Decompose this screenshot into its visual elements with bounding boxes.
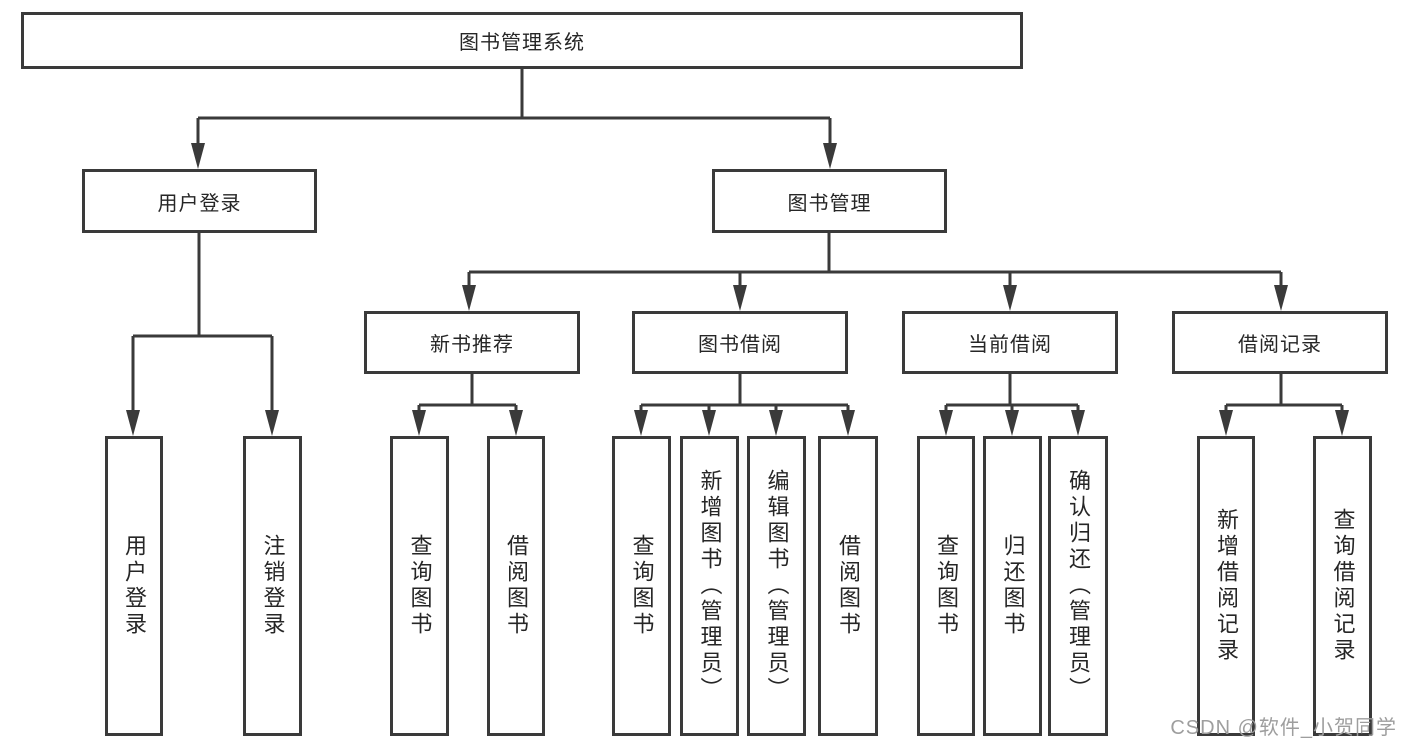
- node-label: 当前借阅: [968, 334, 1052, 356]
- node-user-login: 用户登录: [82, 169, 317, 233]
- node-label: 新增借阅记录: [1214, 508, 1239, 664]
- edge-book-management-to-level3: [462, 233, 1288, 311]
- edge-current-borrowing-to-leaves: [939, 374, 1085, 436]
- node-label: 新书推荐: [430, 334, 514, 356]
- node-label: 归还图书: [1000, 534, 1026, 638]
- node-label: 图书借阅: [698, 334, 782, 356]
- edge-book-borrowing-to-leaves: [634, 374, 855, 436]
- node-label: 用户登录: [122, 534, 147, 638]
- leaf-borrow-books-borrowing: 借阅图书: [818, 436, 878, 736]
- leaf-add-borrow-record: 新增借阅记录: [1197, 436, 1255, 736]
- node-label: 编辑图书（管理员）: [764, 469, 790, 703]
- leaf-add-books-admin: 新增图书（管理员）: [680, 436, 739, 736]
- node-label: 确认归还（管理员）: [1066, 469, 1091, 703]
- node-label: 新增图书（管理员）: [697, 469, 723, 703]
- csdn-watermark: CSDN @软件_小贺同学: [1170, 717, 1397, 739]
- leaf-query-borrow-record: 查询借阅记录: [1313, 436, 1372, 736]
- node-library-management-system: 图书管理系统: [21, 12, 1023, 69]
- leaf-confirm-return-admin: 确认归还（管理员）: [1048, 436, 1108, 736]
- leaf-edit-books-admin: 编辑图书（管理员）: [747, 436, 806, 736]
- node-label: 注销登录: [260, 534, 286, 638]
- edge-user-login-to-leaves: [126, 233, 279, 436]
- node-label: 图书管理: [787, 192, 872, 215]
- node-label: 借阅记录: [1238, 334, 1322, 356]
- node-label: 借阅图书: [504, 534, 529, 638]
- node-current-borrowing: 当前借阅: [902, 311, 1118, 374]
- leaf-logout: 注销登录: [243, 436, 302, 736]
- node-label: 查询借阅记录: [1330, 508, 1356, 664]
- edge-borrow-records-to-leaves: [1219, 374, 1349, 436]
- node-label: 借阅图书: [836, 534, 861, 638]
- leaf-query-books-recommend: 查询图书: [390, 436, 449, 736]
- leaf-user-login: 用户登录: [105, 436, 163, 736]
- node-label: 查询图书: [629, 534, 655, 638]
- leaf-return-books: 归还图书: [983, 436, 1042, 736]
- node-book-borrowing: 图书借阅: [632, 311, 848, 374]
- leaf-query-books-borrowing: 查询图书: [612, 436, 671, 736]
- edge-new-book-recommend-to-leaves: [412, 374, 523, 436]
- node-label: 图书管理系统: [459, 32, 585, 54]
- node-label: 用户登录: [157, 192, 242, 215]
- node-new-book-recommend: 新书推荐: [364, 311, 580, 374]
- leaf-query-books-current: 查询图书: [917, 436, 975, 736]
- edge-root-to-level2: [191, 69, 837, 169]
- node-book-management: 图书管理: [712, 169, 947, 233]
- leaf-borrow-books-recommend: 借阅图书: [487, 436, 545, 736]
- node-borrow-records: 借阅记录: [1172, 311, 1388, 374]
- node-label: 查询图书: [934, 534, 959, 638]
- node-label: 查询图书: [407, 534, 433, 638]
